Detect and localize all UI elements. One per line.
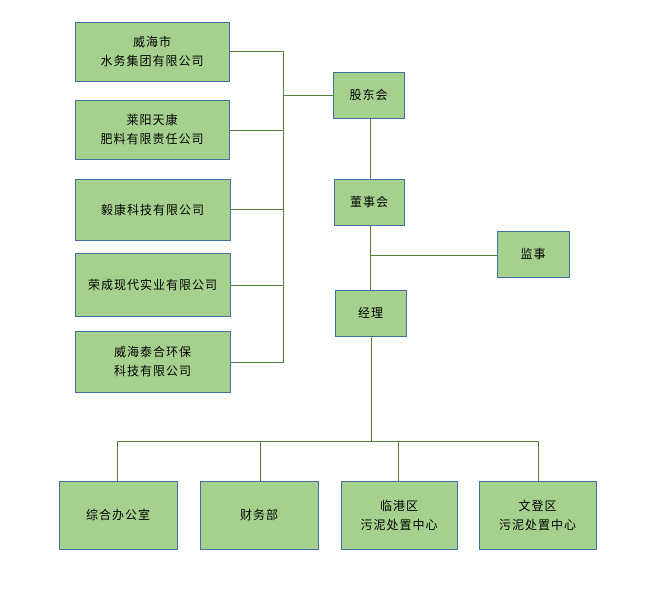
node-lingang-sludge-center: 临港区 污泥处置中心	[341, 481, 458, 550]
node-weihai-water-group: 威海市 水务集团有限公司	[75, 22, 230, 82]
connector-drop-general-office	[117, 441, 118, 481]
node-weihai-taihe-environmental: 威海泰合环保 科技有限公司	[75, 331, 231, 393]
node-board-of-directors: 董事会	[334, 179, 405, 226]
connector-bottom-bus	[117, 441, 539, 442]
connector-org3-stub	[231, 209, 283, 210]
node-rongcheng-modern-industry: 荣成现代实业有限公司	[75, 253, 231, 317]
connector-org4-stub	[230, 285, 283, 286]
connector-manager-to-bottom-bus	[371, 337, 372, 441]
node-finance-dept: 财务部	[200, 481, 319, 550]
node-general-office: 综合办公室	[59, 481, 178, 550]
node-manager: 经理	[335, 290, 407, 337]
node-laiyang-tiankang-fertilizer: 莱阳天康 肥料有限责任公司	[75, 100, 230, 160]
connector-trunk-to-supervisor	[370, 255, 497, 256]
connector-left-bus	[283, 51, 284, 363]
node-yikang-technology: 毅康科技有限公司	[75, 179, 231, 241]
connector-drop-lingang-center	[398, 441, 399, 481]
connector-org2-stub	[230, 130, 283, 131]
connector-drop-finance-dept	[260, 441, 261, 481]
connector-board-to-manager	[370, 226, 371, 290]
node-wendeng-sludge-center: 文登区 污泥处置中心	[479, 481, 597, 550]
node-supervisor: 监事	[497, 231, 570, 278]
connector-org1-stub	[230, 51, 283, 52]
connector-drop-wendeng-center	[538, 441, 539, 481]
connector-bus-to-shareholders-meeting	[283, 95, 333, 96]
connector-shareholders-to-board	[370, 119, 371, 179]
connector-org5-stub	[231, 362, 283, 363]
node-shareholders-meeting: 股东会	[333, 72, 405, 119]
